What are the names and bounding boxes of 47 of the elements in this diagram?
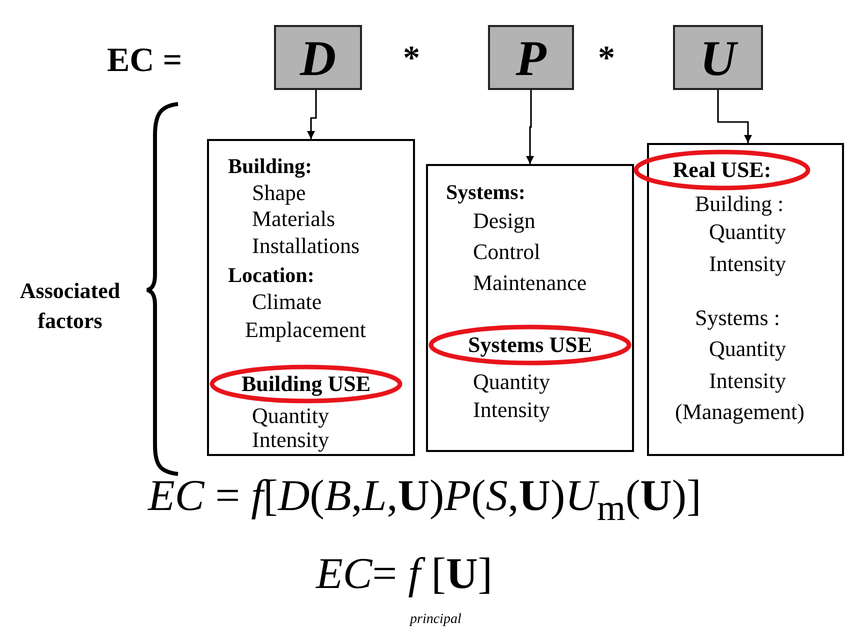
list-item: Systems : — [695, 307, 780, 329]
highlighted-heading: Systems USE — [468, 332, 592, 358]
factor-letter: P — [516, 28, 546, 86]
list-item: Maintenance — [473, 272, 587, 294]
equation-label: EC = — [107, 42, 182, 80]
subscript-label: principal — [410, 612, 462, 628]
list-item: Intensity — [709, 253, 786, 275]
factor-list-box — [647, 143, 844, 456]
list-item: Materials — [252, 208, 336, 230]
arrow — [307, 90, 317, 139]
list-item: Quantity — [709, 221, 786, 243]
highlighted-heading: Real USE: — [672, 157, 772, 183]
list-item: Quantity — [252, 405, 329, 427]
equation: EC= f [U] — [316, 548, 492, 599]
factor-letter: D — [300, 28, 336, 86]
list-item: Quantity — [709, 338, 786, 360]
arrow — [526, 90, 534, 164]
equation: EC = f[D(B,L,U)P(S,U)U$_{m}$(U)] — [148, 470, 702, 529]
list-item: Design — [473, 210, 536, 232]
factor-box — [488, 25, 574, 90]
highlight-ellipse — [210, 365, 402, 403]
arrow — [717, 90, 752, 143]
list-heading: Building: — [228, 155, 312, 177]
list-item: Intensity — [473, 399, 550, 421]
list-item: Building : — [695, 193, 784, 215]
highlight-ellipse — [634, 150, 810, 190]
list-heading: Systems: — [446, 181, 526, 203]
factor-letter: U — [700, 28, 736, 86]
list-item: Climate — [252, 291, 322, 313]
factor-list-box — [207, 139, 415, 456]
multiply-sign: * — [403, 40, 420, 78]
list-item: Quantity — [473, 371, 550, 393]
list-item: Shape — [252, 182, 306, 204]
multiply-sign: * — [598, 40, 615, 78]
list-item: Control — [473, 241, 540, 263]
factor-list-box — [426, 164, 634, 452]
list-item: Installations — [252, 235, 360, 257]
side-label: Associated factors — [18, 277, 122, 335]
factor-box — [673, 25, 763, 90]
factor-box — [274, 25, 362, 90]
highlight-ellipse — [429, 325, 631, 365]
list-item: Emplacement — [245, 319, 366, 341]
list-item: Intensity — [709, 370, 786, 392]
list-heading: Location: — [228, 264, 314, 286]
list-item: Intensity — [252, 429, 329, 451]
highlighted-heading: Building USE — [241, 371, 370, 397]
list-item: (Management) — [675, 401, 804, 423]
